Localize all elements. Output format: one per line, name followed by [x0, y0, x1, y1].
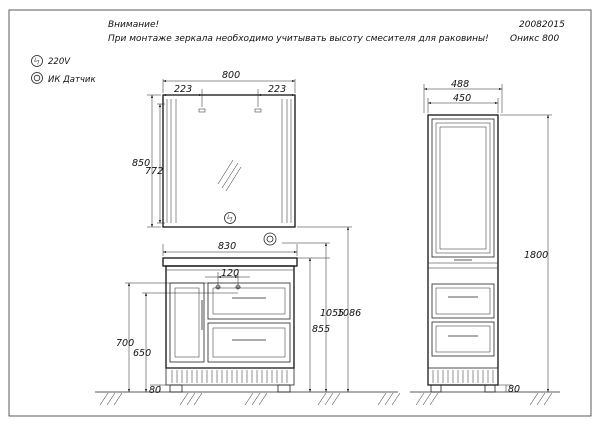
cabinet-width-dimensions: 488 450 — [423, 79, 503, 113]
double-circle-icon — [31, 72, 43, 84]
vanity-plinth-label: 80 — [149, 385, 161, 396]
vanity-drawing — [162, 257, 298, 393]
mixer-spacing-label: 120 — [221, 268, 239, 279]
mirror-mount-dimensions: 855 1055 1086 — [282, 226, 361, 392]
mirror-offset-dimensions: 223 223 — [163, 84, 295, 107]
floor-line-left — [95, 391, 401, 406]
mirror-height-label: 850 — [132, 158, 150, 169]
mirror-lower-edge-label: 855 — [312, 324, 330, 335]
warning-text: При монтаже зеркала необходимо учитывать… — [108, 34, 489, 44]
drawing-code: 20082015 — [519, 20, 565, 30]
mirror-offset-right-label: 223 — [268, 84, 286, 95]
mirror-bottom-label: 1055 — [320, 308, 344, 319]
tall-cabinet-drawing — [427, 114, 499, 393]
cabinet-height-label: 1800 — [524, 250, 548, 261]
mirror-drawing — [162, 94, 296, 246]
lightning-circle-icon — [31, 55, 43, 67]
mixer-spacing-dimension: 120 — [205, 268, 250, 285]
vanity-width-label: 830 — [218, 241, 236, 252]
mirror-width-label: 800 — [222, 70, 240, 81]
mirror-width-dimension: 800 — [162, 70, 296, 93]
cabinet-inner-width-label: 450 — [453, 93, 471, 104]
cabinet-outer-width-label: 488 — [451, 79, 469, 90]
mirror-top-label: 1086 — [337, 308, 361, 319]
vanity-body-height-label: 650 — [133, 348, 151, 359]
vanity-height-label: 700 — [116, 338, 134, 349]
model-name: Оникс 800 — [510, 34, 560, 44]
mirror-offset-left-label: 223 — [174, 84, 192, 95]
cabinet-plinth-label: 80 — [508, 384, 520, 395]
cabinet-height-dimension: 1800 80 — [498, 114, 552, 395]
legend-sensor-label: ИК Датчик — [48, 75, 96, 85]
legend-power-label: 220V — [48, 57, 71, 67]
floor-line-right — [410, 391, 560, 406]
vanity-height-dimensions: 700 650 80 — [116, 282, 238, 396]
page-frame — [8, 9, 592, 417]
vanity-width-dimension: 830 — [162, 241, 298, 256]
mirror-inner-height-label: 772 — [145, 166, 163, 177]
warning-title: Внимание! — [108, 20, 159, 30]
mirror-height-dimensions: 850 772 — [132, 94, 165, 228]
